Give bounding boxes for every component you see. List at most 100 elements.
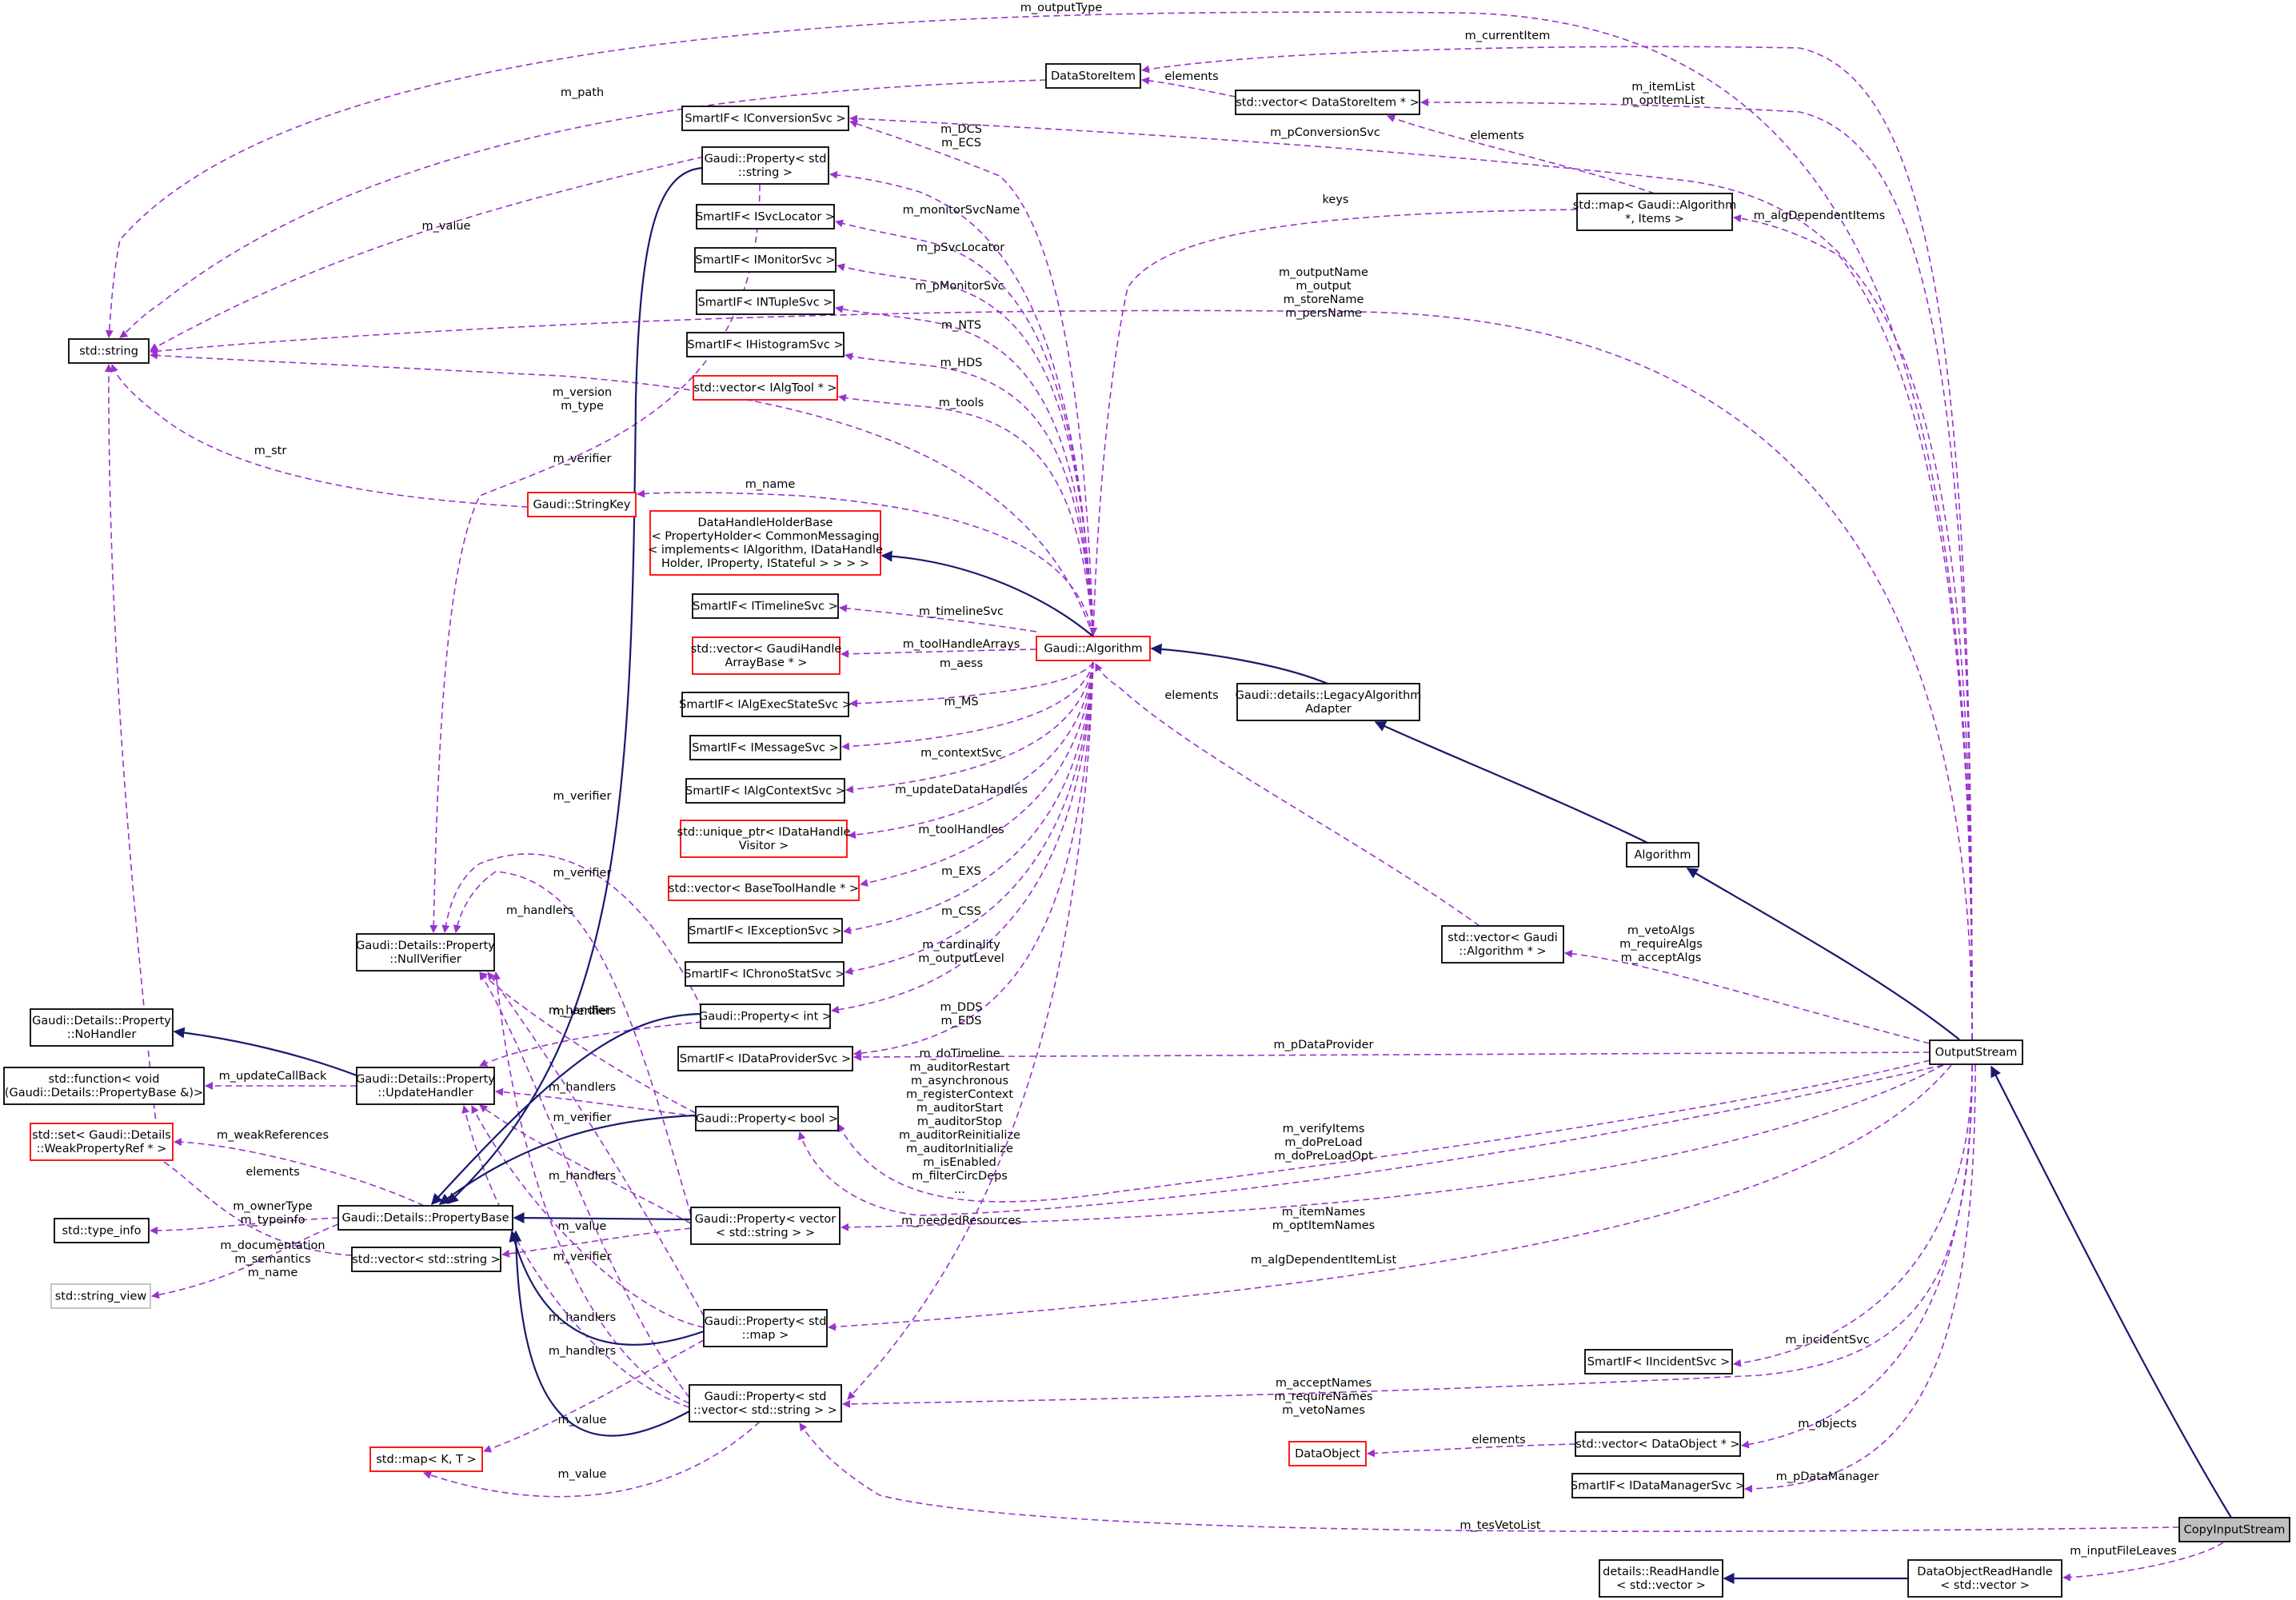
edge-label-line: m_CSS bbox=[941, 905, 981, 918]
node-label: Gaudi::Details::Property::UpdateHandler bbox=[356, 1073, 495, 1099]
node-label-line: std::string bbox=[79, 345, 138, 358]
edge-line bbox=[837, 1059, 1931, 1203]
node-vec_DataStoreItem[interactable]: std::vector< DataStoreItem * > bbox=[1235, 90, 1420, 115]
edge-label-line: m_type bbox=[561, 400, 604, 413]
node-std_type_info[interactable]: std::type_info bbox=[54, 1218, 150, 1243]
node-vec_DataObject[interactable]: std::vector< DataObject * > bbox=[1575, 1431, 1741, 1457]
node-SmartIF_IExceptionSvc[interactable]: SmartIF< IExceptionSvc > bbox=[688, 918, 843, 944]
edge-line bbox=[483, 1339, 705, 1453]
node-box bbox=[681, 106, 849, 131]
node-SmartIF_IDataManagerSvc[interactable]: SmartIF< IDataManagerSvc > bbox=[1571, 1473, 1745, 1498]
node-PropertyBase[interactable]: Gaudi::Details::PropertyBase bbox=[337, 1205, 513, 1231]
edge-Prop_int-to-NullVerifier: m_verifier bbox=[441, 790, 703, 1010]
inheritance-DataHandleHolderBase-to-Gaudi_Algorithm bbox=[880, 550, 1094, 637]
edge-label: m_monitorSvcName bbox=[903, 204, 1020, 217]
node-box bbox=[689, 735, 841, 760]
node-box bbox=[1599, 1559, 1723, 1598]
node-SmartIF_IDataProviderSvc[interactable]: SmartIF< IDataProviderSvc > bbox=[677, 1046, 853, 1071]
node-SmartIF_IHistogramSvc[interactable]: SmartIF< IHistogramSvc > bbox=[686, 332, 845, 357]
node-box bbox=[356, 933, 495, 972]
node-Prop_vector_vector_string[interactable]: Gaudi::Property< std::vector< std::strin… bbox=[689, 1384, 842, 1422]
node-Prop_bool[interactable]: Gaudi::Property< bool > bbox=[695, 1106, 839, 1131]
node-Prop_int[interactable]: Gaudi::Property< int > bbox=[699, 1003, 832, 1029]
inheritance-LegacyAlgorithmAdapter-to-Gaudi_Algorithm bbox=[1150, 643, 1328, 685]
node-vec_BaseToolHandle[interactable]: std::vector< BaseToolHandle * > bbox=[668, 876, 860, 901]
node-CopyInputStream[interactable]: CopyInputStream bbox=[2178, 1517, 2290, 1542]
edge-label-line: m_name bbox=[745, 478, 796, 491]
node-box bbox=[1235, 90, 1420, 115]
edge-line bbox=[479, 1021, 703, 1067]
node-NoHandler[interactable]: Gaudi::Details::Property::NoHandler bbox=[30, 1008, 174, 1047]
node-label-line: ::map > bbox=[742, 1329, 789, 1342]
edge-label: m_value bbox=[422, 220, 471, 233]
node-std_string[interactable]: std::string bbox=[68, 338, 150, 364]
edge-label: m_handlers bbox=[549, 1004, 616, 1017]
node-DataStoreItem[interactable]: DataStoreItem bbox=[1045, 63, 1141, 89]
edge-label-line: m_str bbox=[254, 445, 287, 457]
node-SmartIF_IConversionSvc[interactable]: SmartIF< IConversionSvc > bbox=[681, 106, 849, 131]
node-DataHandleHolderBase[interactable]: DataHandleHolderBase< PropertyHolder< Co… bbox=[648, 510, 883, 576]
edge-label: m_objects bbox=[1798, 1418, 1857, 1430]
node-std_map_KT[interactable]: std::map< K, T > bbox=[369, 1446, 483, 1472]
node-label-line: std::function< void bbox=[49, 1073, 160, 1086]
edge-line bbox=[492, 972, 690, 1404]
node-label-line: < std::vector > bbox=[1616, 1579, 1706, 1592]
node-Algorithm[interactable]: Algorithm bbox=[1626, 842, 1699, 868]
edge-Prop_vector_vector_string-to-NullVerifier: m_verifier bbox=[492, 972, 690, 1404]
edge-vec_DataStoreItem-to-DataStoreItem: elements bbox=[1141, 70, 1236, 98]
edge-label-line: m_contextSvc bbox=[920, 747, 1002, 760]
node-label-line: Holder, IProperty, IStateful > > > > bbox=[661, 557, 869, 570]
node-Prop_vector_string[interactable]: Gaudi::Property< vector< std::string > > bbox=[690, 1207, 841, 1245]
node-DataObjectReadHandle[interactable]: DataObjectReadHandle< std::vector > bbox=[1907, 1559, 2062, 1598]
inheritance-line bbox=[173, 1027, 357, 1077]
edge-label-line: m_outputType bbox=[1020, 2, 1103, 14]
node-SmartIF_IMessageSvc[interactable]: SmartIF< IMessageSvc > bbox=[689, 735, 841, 760]
node-Prop_map[interactable]: Gaudi::Property< std::map > bbox=[703, 1309, 828, 1347]
node-StringKey[interactable]: Gaudi::StringKey bbox=[527, 492, 637, 517]
node-label: Gaudi::StringKey bbox=[533, 499, 631, 512]
edge-line bbox=[799, 1422, 2180, 1533]
node-SmartIF_ITimelineSvc[interactable]: SmartIF< ITimelineSvc > bbox=[692, 593, 839, 619]
node-label: Gaudi::Property< vector< std::string > > bbox=[695, 1213, 836, 1239]
node-ReadHandle[interactable]: details::ReadHandle< std::vector > bbox=[1599, 1559, 1723, 1598]
node-box bbox=[1236, 683, 1420, 721]
node-SmartIF_IAlgExecStateSvc[interactable]: SmartIF< IAlgExecStateSvc > bbox=[679, 692, 852, 717]
edge-label-line: m_value bbox=[422, 220, 471, 233]
node-Prop_string[interactable]: Gaudi::Property< std::string > bbox=[701, 146, 829, 185]
edge-label-line: m_outputLevel bbox=[918, 952, 1004, 965]
node-vec_GaudiAlgorithm[interactable]: std::vector< Gaudi::Algorithm * > bbox=[1441, 925, 1564, 964]
node-Gaudi_Algorithm[interactable]: Gaudi::Algorithm bbox=[1036, 636, 1151, 661]
node-UpdateHandler[interactable]: Gaudi::Details::Property::UpdateHandler bbox=[356, 1067, 495, 1105]
edge-Prop_map-to-UpdateHandler: m_handlers bbox=[471, 1105, 705, 1328]
node-SmartIF_IIncidentSvc[interactable]: SmartIF< IIncidentSvc > bbox=[1584, 1349, 1733, 1375]
node-std_string_view[interactable]: std::string_view bbox=[50, 1283, 151, 1309]
edge-Prop_string-to-std_string: m_value bbox=[150, 156, 705, 351]
edge-label: m_weakReferences bbox=[217, 1129, 329, 1142]
node-OutputStream[interactable]: OutputStream bbox=[1929, 1039, 2023, 1065]
node-SmartIF_IAlgContextSvc[interactable]: SmartIF< IAlgContextSvc > bbox=[685, 778, 845, 804]
node-NullVerifier[interactable]: Gaudi::Details::Property::NullVerifier bbox=[356, 933, 495, 972]
node-DataObject[interactable]: DataObject bbox=[1288, 1441, 1367, 1466]
node-SmartIF_IMonitorSvc[interactable]: SmartIF< IMonitorSvc > bbox=[694, 247, 837, 273]
node-SmartIF_INTupleSvc[interactable]: SmartIF< INTupleSvc > bbox=[696, 289, 835, 315]
node-SmartIF_ISvcLocator[interactable]: SmartIF< ISvcLocator > bbox=[696, 204, 835, 229]
node-set_WeakPropertyRef[interactable]: std::set< Gaudi::Details::WeakPropertyRe… bbox=[30, 1123, 174, 1161]
node-label-line: < std::string > > bbox=[716, 1227, 815, 1239]
node-vec_IAlgTool[interactable]: std::vector< IAlgTool * > bbox=[693, 375, 838, 401]
node-label-line: CopyInputStream bbox=[2184, 1524, 2286, 1537]
node-vec_std_string[interactable]: std::vector< std::string > bbox=[351, 1247, 501, 1272]
node-std_function[interactable]: std::function< void(Gaudi::Details::Prop… bbox=[3, 1067, 205, 1105]
inheritance-line bbox=[509, 1230, 705, 1346]
node-SmartIF_IChronoStatSvc[interactable]: SmartIF< IChronoStatSvc > bbox=[684, 961, 845, 987]
edge-label-line: m_optItemNames bbox=[1272, 1219, 1375, 1232]
node-map_Algorithm_Items[interactable]: std::map< Gaudi::Algorithm*, Items > bbox=[1573, 193, 1737, 231]
